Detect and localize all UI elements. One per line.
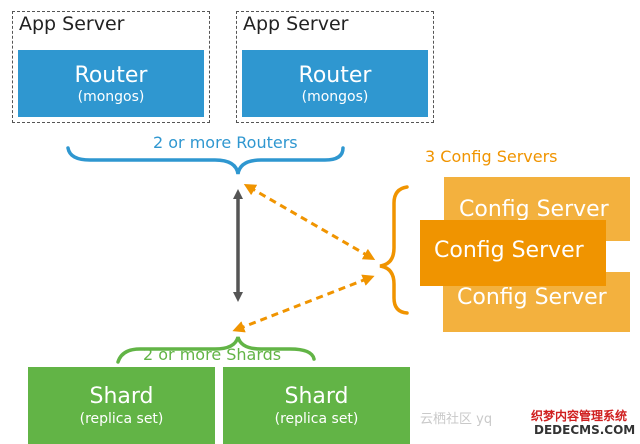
router-1: Router (mongos) (18, 50, 204, 117)
watermark-left: 云栖社区 yq (420, 412, 493, 427)
router-title: Router (74, 63, 148, 88)
shard-1: Shard (replica set) (28, 367, 215, 444)
shard-title: Shard (284, 384, 349, 409)
shard-2: Shard (replica set) (223, 367, 410, 444)
watermark-bottom: DEDECMS.COM (534, 423, 636, 437)
app-server-label: App Server (19, 13, 125, 35)
config-brace (379, 185, 409, 315)
shard-subtitle: (replica set) (79, 411, 164, 427)
config-server-label: Config Server (457, 285, 607, 310)
routers-brace (66, 146, 345, 175)
routers-label: 2 or more Routers (153, 133, 298, 152)
app-server-2: App Server (236, 11, 434, 123)
router-config-arrow (243, 183, 376, 261)
router-subtitle: (mongos) (77, 89, 145, 105)
shard-title: Shard (89, 384, 154, 409)
router-title: Router (298, 63, 372, 88)
config-server-middle: Config Server (420, 220, 606, 286)
router-subtitle: (mongos) (301, 89, 369, 105)
router-2: Router (mongos) (242, 50, 428, 117)
config-server-label: Config Server (459, 197, 609, 222)
watermark-top: 织梦内容管理系统 (531, 409, 628, 423)
shard-config-arrow (232, 274, 375, 333)
shards-label: 2 or more Shards (143, 345, 282, 364)
shard-subtitle: (replica set) (274, 411, 359, 427)
shards-brace (116, 336, 316, 364)
app-server-1: App Server (12, 11, 210, 123)
app-server-label: App Server (243, 13, 349, 35)
config-server-label: Config Server (434, 238, 584, 263)
config-servers-label: 3 Config Servers (425, 147, 558, 166)
